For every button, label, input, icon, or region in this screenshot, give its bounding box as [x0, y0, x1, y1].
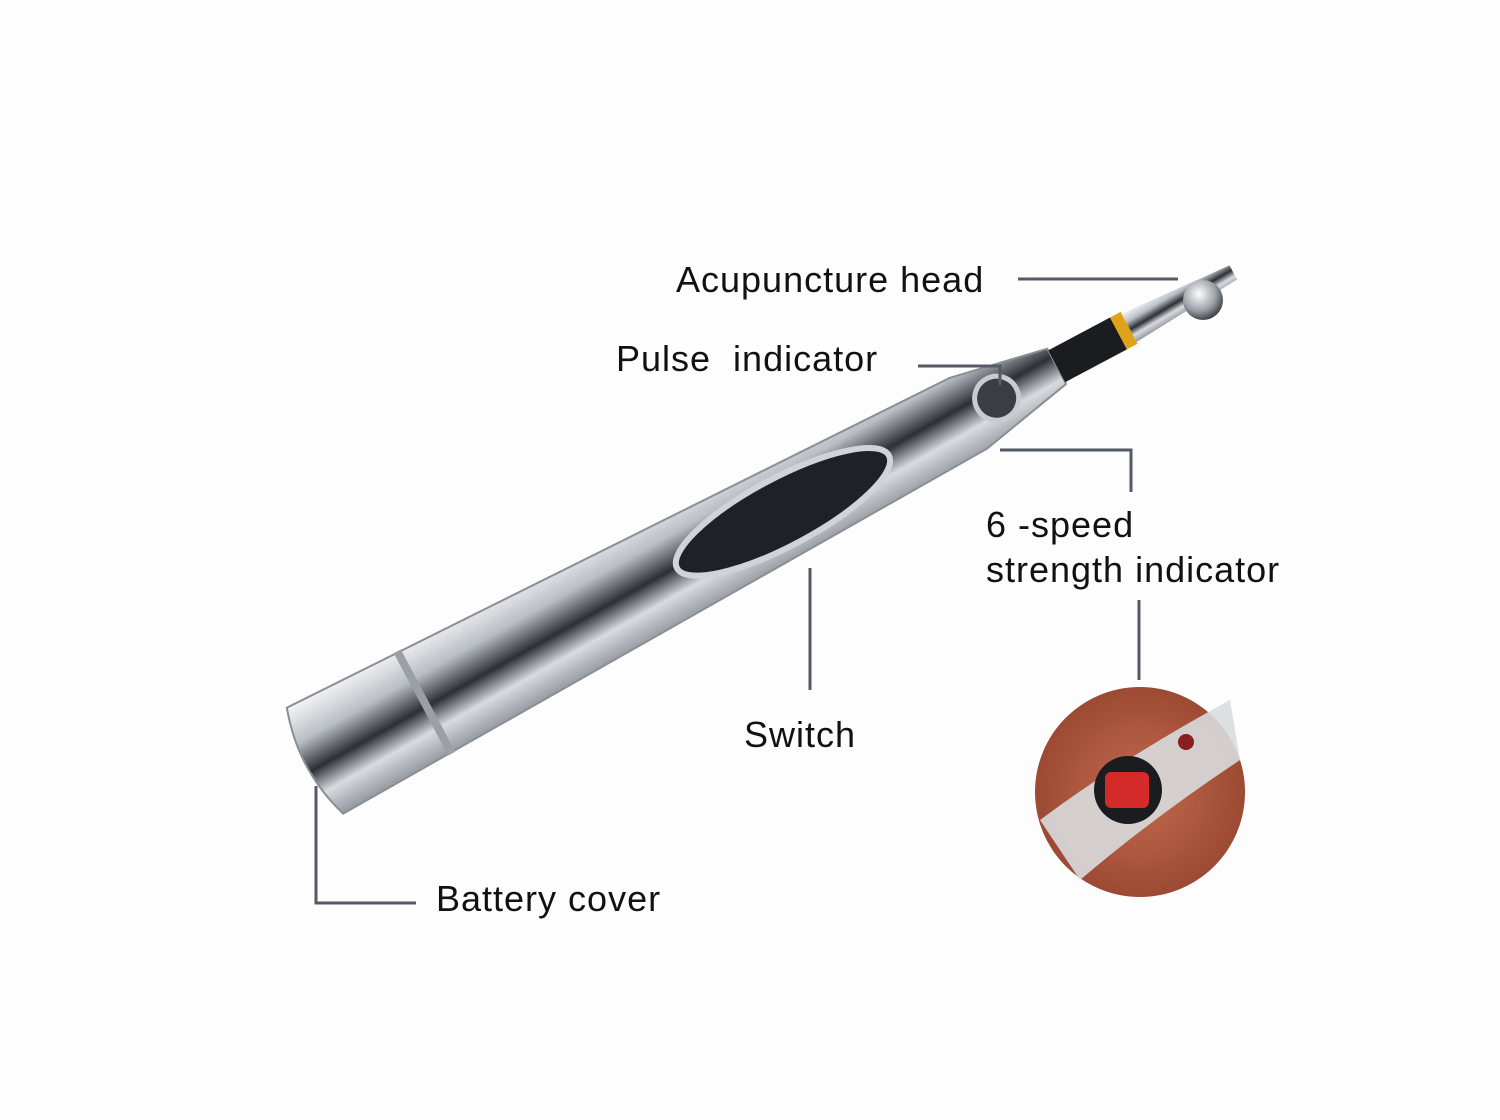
leader-lines [314, 277, 1178, 905]
pulse-indicator-window [972, 373, 1022, 423]
leader-line-pulse-indicator [918, 364, 1002, 385]
black-collar [1048, 317, 1127, 383]
label-acupuncture-head: Acupuncture head [676, 259, 985, 300]
battery-cover-seam [393, 649, 456, 756]
gold-ring [1110, 311, 1138, 350]
label-strength-line1: 6 -speed [986, 504, 1135, 545]
closeup-pulse-dot [1178, 734, 1194, 750]
led-red [1105, 772, 1149, 808]
label-pulse-indicator: Pulse indicator [616, 338, 879, 379]
acupuncture-head-ball [1183, 280, 1223, 320]
leader-line-battery-cover [314, 786, 416, 905]
label-strength-line2: strength indicator [986, 549, 1281, 590]
label-battery-cover: Battery cover [436, 878, 662, 919]
strength-indicator-closeup [1035, 687, 1245, 897]
switch-button [672, 444, 894, 579]
pen-body [285, 265, 1238, 815]
label-switch: Switch [744, 714, 857, 755]
leader-line-strength-indicator [1000, 448, 1133, 492]
